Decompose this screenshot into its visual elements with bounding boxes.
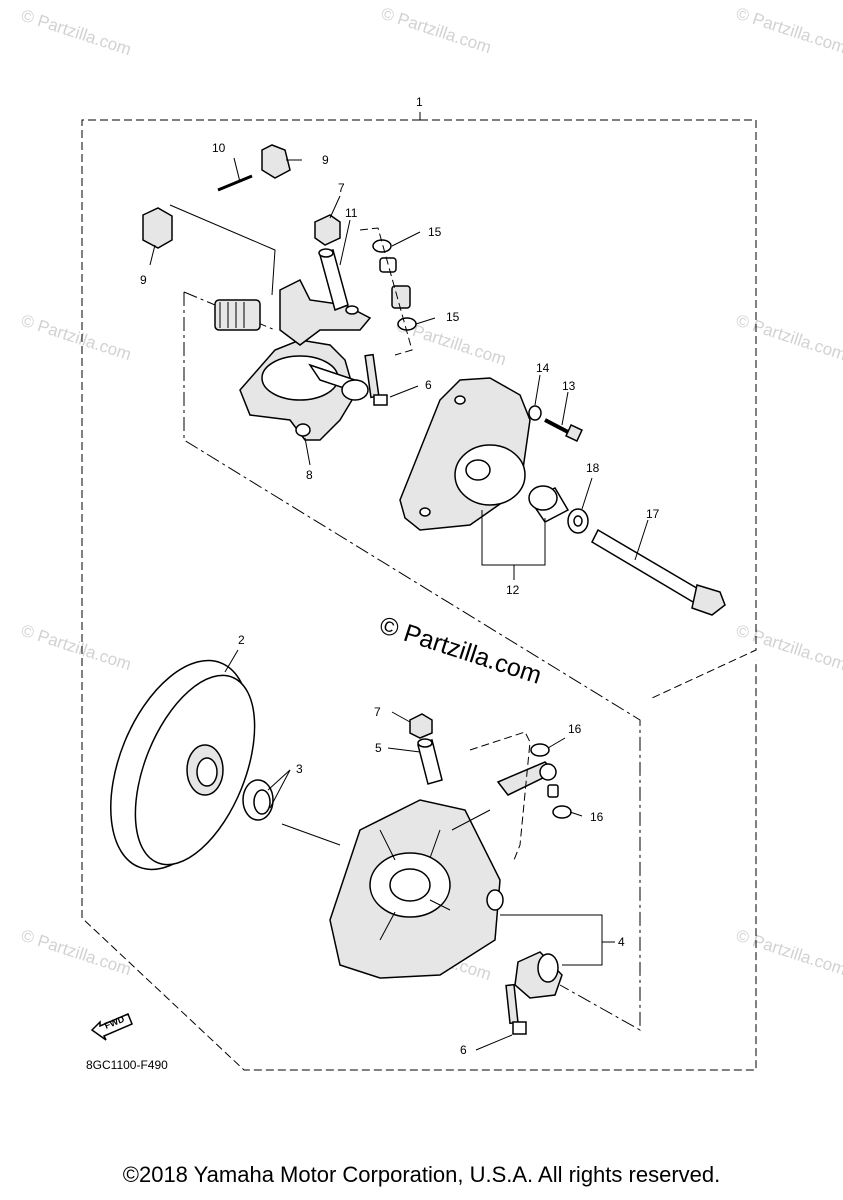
watermark: © Partzilla.com — [734, 926, 843, 979]
callout-4: 4 — [618, 935, 625, 949]
fwd-arrow-icon: FWD — [90, 1013, 133, 1041]
collar-5 — [417, 738, 443, 785]
callout-16b: 16 — [590, 810, 604, 824]
callout-11: 11 — [345, 206, 358, 220]
callout-15b: 15 — [446, 310, 460, 324]
parts-diagram: © Partzilla.com © Partzilla.com © Partzi… — [19, 4, 843, 1072]
callout-16a: 16 — [568, 722, 582, 736]
callout-7b: 7 — [374, 705, 381, 719]
callout-12: 12 — [506, 583, 520, 597]
callout-1: 1 — [416, 95, 423, 109]
callout-14: 14 — [536, 361, 550, 375]
callout-5: 5 — [375, 741, 382, 755]
roller-group-upper — [359, 227, 417, 356]
callout-8: 8 — [306, 468, 313, 482]
callout-18: 18 — [586, 461, 600, 475]
weight-9a — [261, 144, 291, 179]
movable-sheave — [329, 799, 504, 979]
leader-lines — [149, 157, 649, 1051]
callout-13: 13 — [562, 379, 576, 393]
callouts: 1 10 9 7 11 15 9 15 14 13 6 8 18 17 12 2… — [140, 95, 660, 1057]
bolt-13 — [544, 418, 583, 442]
watermark: © Partzilla.com — [19, 621, 134, 674]
spider-assembly — [214, 278, 372, 441]
callout-9a: 9 — [322, 153, 329, 167]
weight-9b — [142, 207, 173, 249]
callout-6a: 6 — [425, 378, 432, 392]
pin-10 — [217, 174, 253, 192]
watermark: © Partzilla.com — [19, 6, 134, 59]
copyright-notice: ©2018 Yamaha Motor Corporation, U.S.A. A… — [122, 1162, 721, 1187]
watermark: © Partzilla.com — [734, 4, 843, 57]
washer-hole — [573, 515, 583, 527]
bolt-6-upper — [364, 353, 388, 406]
watermark-center: © Partzilla.com — [376, 611, 545, 690]
callout-9b: 9 — [140, 273, 147, 287]
nut-7-upper — [314, 214, 341, 246]
slider — [242, 779, 274, 821]
watermark: © Partzilla.com — [19, 926, 134, 979]
watermark: © Partzilla.com — [734, 311, 843, 364]
callout-6b: 6 — [460, 1043, 467, 1057]
callout-7a: 7 — [338, 181, 345, 195]
callout-15a: 15 — [428, 225, 442, 239]
roller-arm — [469, 731, 572, 861]
bushing-4 — [514, 951, 563, 999]
callout-17: 17 — [646, 507, 660, 521]
callout-10: 10 — [212, 141, 226, 155]
watermark: © Partzilla.com — [379, 4, 494, 57]
diagram-code: 8GC1100-F490 — [86, 1058, 168, 1072]
callout-2: 2 — [238, 633, 245, 647]
sheave-plate — [399, 377, 531, 531]
bushing — [528, 485, 570, 523]
watermark: © Partzilla.com — [19, 311, 134, 364]
sheave-disc — [110, 659, 256, 871]
bolt-6-lower — [505, 983, 527, 1035]
callout-3: 3 — [296, 762, 303, 776]
washer-14 — [528, 405, 542, 421]
nut-7-lower — [409, 713, 433, 739]
collar-11 — [318, 248, 349, 311]
center-bolt — [591, 528, 726, 616]
watermark: © Partzilla.com — [734, 621, 843, 674]
